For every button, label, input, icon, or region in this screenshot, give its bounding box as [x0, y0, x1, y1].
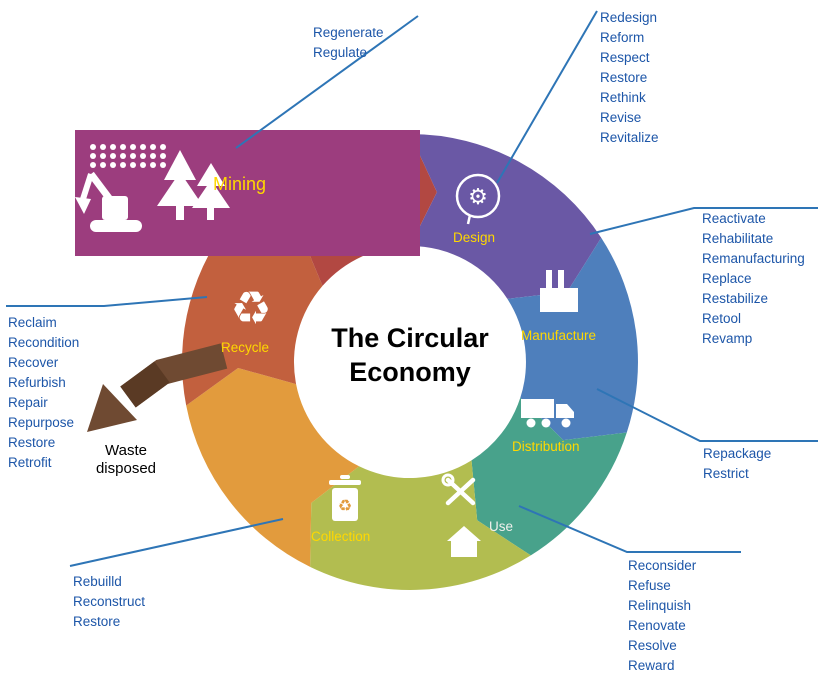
segment-manufacture — [507, 237, 638, 441]
diagram-title: The Circular Economy — [300, 321, 520, 389]
segment-design — [410, 134, 602, 299]
segment-collection — [186, 368, 360, 567]
segment-label-use: Use — [489, 519, 513, 534]
callout-line-distribution-actions — [596, 388, 818, 442]
segment-label-collection: Collection — [311, 529, 370, 544]
segment-label-design: Design — [453, 230, 495, 245]
callout-line-collection-actions — [69, 518, 284, 567]
waste-arrow — [87, 343, 228, 432]
truck-icon — [521, 399, 574, 428]
callout-line-use-actions — [518, 505, 741, 553]
recycle-symbol-icon: ♻ — [230, 282, 271, 334]
waste-label-line1: Waste — [105, 442, 147, 459]
segment-label-manufacture: Manufacture — [521, 328, 596, 343]
svg-text:♻: ♻ — [230, 282, 271, 334]
factory-icon — [540, 270, 578, 312]
recycle-bin-icon: ♻ — [329, 475, 361, 521]
mining-photo-background — [75, 130, 420, 256]
house-icon — [447, 526, 481, 557]
segment-label-distribution: Distribution — [512, 439, 580, 454]
callout-line-design-actions — [496, 10, 598, 184]
pine-trees-icon — [157, 150, 230, 220]
excavator-icon — [75, 171, 142, 232]
crowd-pattern-icon — [90, 144, 166, 168]
segment-distribution — [471, 397, 627, 556]
segment-label-recycle: Recycle — [221, 340, 269, 355]
recycle-glyph-on-bin: ♻ — [338, 498, 352, 515]
waste-arrow-fold — [120, 361, 170, 408]
diagram-title-line2: Economy — [349, 357, 471, 387]
callout-line-mining-actions — [235, 15, 419, 149]
gear-icon: ⚙ — [468, 184, 488, 209]
waste-arrow-head — [87, 384, 137, 432]
callout-layer — [6, 10, 818, 567]
waste-disposed-label: Waste disposed — [76, 442, 176, 478]
tools-icon — [441, 473, 476, 506]
callout-line-recycle-actions — [6, 296, 208, 307]
callout-line-manufacture-actions — [589, 207, 818, 235]
mining-photo — [75, 130, 420, 256]
waste-label-line2: disposed — [95, 460, 157, 477]
diagram-title-line1: The Circular — [331, 323, 489, 353]
segment-use — [310, 460, 531, 590]
segment-label-layer: DesignManufactureDistributionUseCollecti… — [213, 174, 596, 544]
design-head-gear-icon: ⚙ — [455, 173, 501, 225]
segment-label-mining: Mining — [213, 174, 266, 194]
